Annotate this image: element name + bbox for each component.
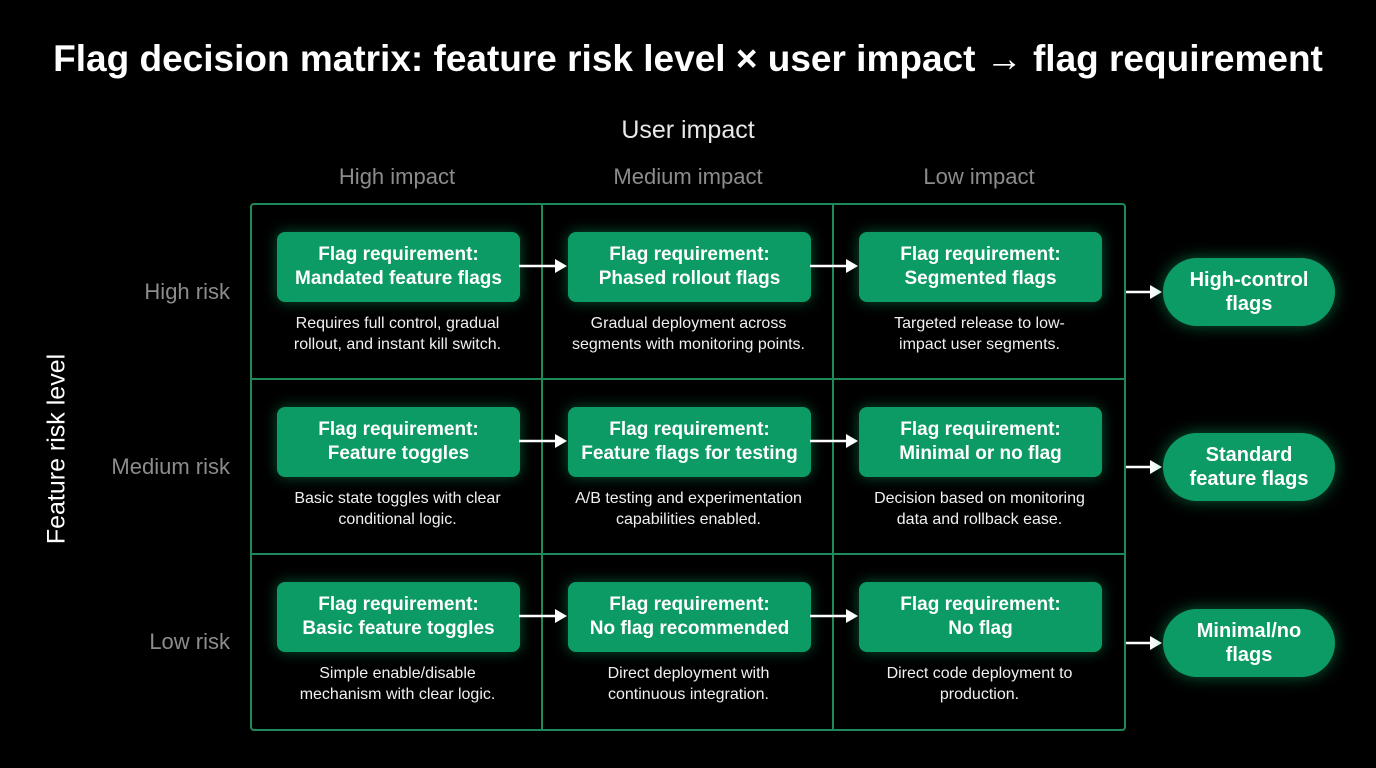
column-header-high-impact: High impact [338,164,456,189]
requirement-label: Flag requirement: [318,594,479,615]
x-axis-label: User impact [621,116,755,144]
matrix-cell-medium-risk-high-impact: Flag requirement: Feature toggles Basic … [252,380,543,555]
flag-requirement-box: Flag requirement: Segmented flags [859,232,1102,302]
arrow-right-icon [519,434,567,448]
outcome-line: High-control [1189,269,1309,291]
flag-requirement-box: Flag requirement: Minimal or no flag [859,407,1102,477]
description-line: Simple enable/disable [319,665,476,682]
requirement-label: Flag requirement: [609,244,770,265]
matrix-cell-high-risk-low-impact: Flag requirement: Segmented flags Target… [834,205,1125,380]
flag-requirement-box: Flag requirement: Mandated feature flags [277,232,520,302]
description-line: conditional logic. [338,511,457,528]
requirement-label: Flag requirement: [318,419,479,440]
matrix-cell-low-risk-medium-impact: Flag requirement: No flag recommended Di… [543,555,834,730]
requirement-label: Flag requirement: [900,594,1061,615]
description-line: A/B testing and experimentation [575,490,802,507]
arrow-right-icon [519,259,567,273]
description-line: mechanism with clear logic. [299,686,496,703]
y-axis-label: Feature risk level [42,353,71,545]
outcome-line: feature flags [1189,468,1309,490]
flag-requirement-box: Flag requirement: Feature flags for test… [568,407,811,477]
description-line: Targeted release to low- [894,315,1065,332]
description-line: Direct deployment with [607,665,770,682]
requirement-label: Flag requirement: [318,244,479,265]
diagram-title: Flag decision matrix: feature risk level… [53,38,1323,79]
requirement-value: No flag [948,618,1013,639]
grid-divider-vertical [541,205,543,729]
cell-description: Basic state toggles with clear condition… [262,488,533,530]
requirement-label: Flag requirement: [900,419,1061,440]
description-line: rollout, and instant kill switch. [293,336,502,353]
arrow-right-icon [810,259,858,273]
grid-divider-vertical [832,205,834,729]
outcome-standard-feature-flags: Standard feature flags [1163,433,1335,501]
requirement-value: Minimal or no flag [899,443,1062,464]
description-line: Direct code deployment to [886,665,1073,682]
cell-description: Requires full control, gradual rollout, … [262,313,533,355]
outcome-line: flags [1225,293,1273,315]
arrow-right-icon [1126,285,1162,299]
arrow-right-icon [810,434,858,448]
matrix-grid: Flag requirement: Mandated feature flags… [250,203,1126,731]
outcome-line: flags [1225,644,1273,666]
matrix-cell-low-risk-low-impact: Flag requirement: No flag Direct code de… [834,555,1125,730]
grid-divider-horizontal [252,378,1124,380]
flag-requirement-box: Flag requirement: No flag recommended [568,582,811,652]
matrix-cell-medium-risk-low-impact: Flag requirement: Minimal or no flag Dec… [834,380,1125,555]
outcome-line: Minimal/no [1196,620,1302,642]
row-header-low-risk: Low risk [149,629,230,654]
outcome-minimal-no-flags: Minimal/no flags [1163,609,1335,677]
cell-description: Decision based on monitoring data and ro… [844,488,1115,530]
cell-description: Simple enable/disable mechanism with cle… [262,663,533,705]
matrix-cell-high-risk-high-impact: Flag requirement: Mandated feature flags… [252,205,543,380]
description-line: segments with monitoring points. [572,336,805,353]
requirement-value: Basic feature toggles [302,618,495,639]
requirement-value: Feature flags for testing [581,443,798,464]
requirement-value: Feature toggles [327,443,470,464]
row-header-medium-risk: Medium risk [111,454,230,479]
arrow-right-icon [519,609,567,623]
column-header-low-impact: Low impact [923,164,1035,189]
requirement-value: Segmented flags [904,268,1057,289]
description-line: continuous integration. [608,686,769,703]
cell-description: Gradual deployment across segments with … [553,313,824,355]
requirement-label: Flag requirement: [900,244,1061,265]
flag-requirement-box: Flag requirement: No flag [859,582,1102,652]
cell-description: Targeted release to low- impact user seg… [844,313,1115,355]
requirement-label: Flag requirement: [609,594,770,615]
description-line: Requires full control, gradual [295,315,500,332]
row-header-high-risk: High risk [144,279,230,304]
arrow-right-icon [810,609,858,623]
flag-requirement-box: Flag requirement: Feature toggles [277,407,520,477]
matrix-cell-low-risk-high-impact: Flag requirement: Basic feature toggles … [252,555,543,730]
description-line: Gradual deployment across [590,315,787,332]
flag-requirement-box: Flag requirement: Phased rollout flags [568,232,811,302]
outcome-line: Standard [1205,444,1293,466]
cell-description: Direct code deployment to production. [844,663,1115,705]
description-line: data and rollback ease. [896,511,1063,528]
cell-description: A/B testing and experimentation capabili… [553,488,824,530]
requirement-label: Flag requirement: [609,419,770,440]
outcome-high-control-flags: High-control flags [1163,258,1335,326]
description-line: Decision based on monitoring [874,490,1085,507]
grid-divider-horizontal [252,553,1124,555]
description-line: production. [939,686,1020,703]
description-line: Basic state toggles with clear [294,490,501,507]
matrix-cell-high-risk-medium-impact: Flag requirement: Phased rollout flags G… [543,205,834,380]
column-header-medium-impact: Medium impact [613,164,763,189]
cell-description: Direct deployment with continuous integr… [553,663,824,705]
description-line: impact user segments. [899,336,1060,353]
flag-requirement-box: Flag requirement: Basic feature toggles [277,582,520,652]
arrow-right-icon [1126,460,1162,474]
requirement-value: Mandated feature flags [295,268,502,289]
arrow-right-icon [1126,636,1162,650]
matrix-cell-medium-risk-medium-impact: Flag requirement: Feature flags for test… [543,380,834,555]
requirement-value: Phased rollout flags [598,268,781,289]
description-line: capabilities enabled. [616,511,761,528]
requirement-value: No flag recommended [589,618,790,639]
